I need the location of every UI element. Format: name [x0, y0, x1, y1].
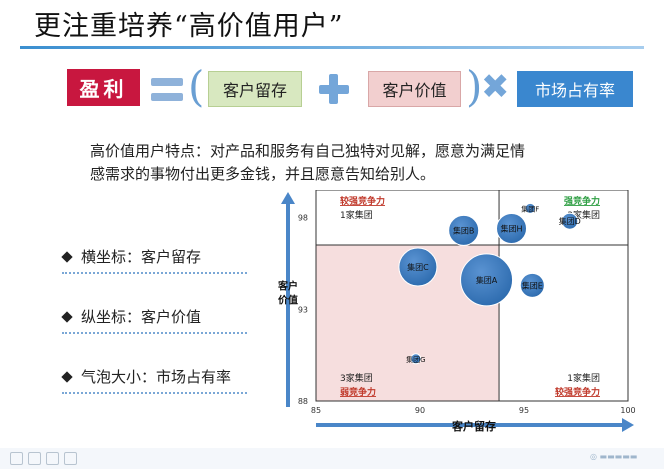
quadrant-title: 较强竞争力	[340, 195, 385, 207]
pen-icon[interactable]	[64, 452, 77, 465]
y-tick-label: 98	[298, 214, 308, 223]
bullet-bubble-size: 气泡大小：市场占有率	[61, 366, 232, 387]
description: 高价值用户特点：对产品和服务有自己独特对见解，愿意为满足情 感需求的事物付出更多…	[90, 140, 590, 186]
x-axis-arrowhead	[622, 418, 634, 432]
bubble-point	[410, 353, 422, 365]
diamond-icon	[61, 370, 73, 383]
x-tick-label: 95	[519, 406, 529, 415]
quadrant-count: 3家集团	[340, 372, 373, 384]
plot-area	[315, 190, 629, 402]
value-box: 客户价值	[368, 71, 461, 107]
bullet-divider	[62, 272, 247, 274]
bullet-divider	[62, 392, 247, 394]
market-share-box: 市场占有率	[517, 71, 633, 107]
bubble-point	[460, 253, 514, 307]
y-axis-title-line: 价值	[278, 294, 298, 307]
title-underline	[20, 46, 644, 49]
bubble-label: 集团H	[501, 224, 523, 234]
y-axis-title-line: 客户	[277, 280, 298, 293]
bubble-label: 集团B	[453, 225, 475, 235]
bullet-y-axis: 纵坐标：客户价值	[61, 306, 202, 327]
profit-box: 盈利	[67, 69, 140, 106]
quadrant-title: 强竞争力	[564, 195, 600, 207]
equals-sign-bottom	[151, 93, 183, 101]
bubble-label: 集团G	[406, 355, 425, 364]
bubble-label: 集团D	[559, 216, 581, 226]
quadrant-title: 弱竞争力	[340, 386, 376, 398]
bullet-text: 气泡大小：市场占有率	[81, 368, 232, 386]
page-title: 更注重培养“高价值用户”	[34, 11, 344, 42]
x-tick-label: 90	[415, 406, 425, 415]
x-tick-label: 85	[311, 406, 321, 415]
diamond-icon	[61, 310, 73, 323]
nav-prev-icon[interactable]	[10, 452, 23, 465]
y-tick-label: 88	[298, 397, 308, 406]
x-tick-label: 100	[620, 406, 635, 415]
footer-bar	[0, 448, 664, 469]
right-brace: )	[466, 62, 483, 111]
bubble-point	[448, 214, 480, 246]
bubble-label: 集团C	[407, 262, 429, 272]
equals-sign-top	[151, 78, 183, 86]
bubble-point	[561, 212, 579, 230]
multiply-sign: ✖	[481, 67, 510, 107]
bubble-label: 集团A	[476, 275, 498, 285]
footer-logo: ◎ ▬▬▬▬▬	[590, 452, 638, 461]
x-axis-title: 客户留存	[451, 419, 496, 433]
quadrant-count: 1家集团	[340, 209, 373, 221]
plus-sign-horizontal	[319, 85, 349, 94]
bullet-divider	[62, 332, 247, 334]
bubble-point	[496, 213, 528, 245]
y-tick-label: 93	[298, 305, 308, 314]
left-brace: (	[188, 62, 205, 111]
bubble-label: 集团E	[522, 280, 543, 290]
menu-icon[interactable]	[46, 452, 59, 465]
bubble-chart: 较强竞争力1家集团强竞争力3家集团3家集团弱竞争力1家集团较强竞争力集团A集团B…	[277, 190, 636, 433]
bubble-point	[524, 202, 536, 214]
y-axis-arrowhead	[281, 192, 295, 204]
bullet-x-axis: 横坐标：客户留存	[61, 246, 202, 267]
diamond-icon	[61, 250, 73, 263]
bullet-text: 纵坐标：客户价值	[81, 308, 202, 326]
bubble-label: 集团F	[521, 204, 539, 213]
bubble-point	[519, 272, 545, 298]
bullet-text: 横坐标：客户留存	[81, 248, 202, 266]
quadrant-count: 1家集团	[567, 372, 600, 384]
retention-box: 客户留存	[208, 71, 302, 107]
description-line: 感需求的事物付出更多金钱，并且愿意告知给别人。	[90, 165, 436, 183]
quadrant-title: 较强竞争力	[555, 386, 600, 398]
description-line: 高价值用户特点：对产品和服务有自己独特对见解，愿意为满足情	[90, 142, 526, 160]
bubble-point	[398, 247, 438, 287]
nav-next-icon[interactable]	[28, 452, 41, 465]
